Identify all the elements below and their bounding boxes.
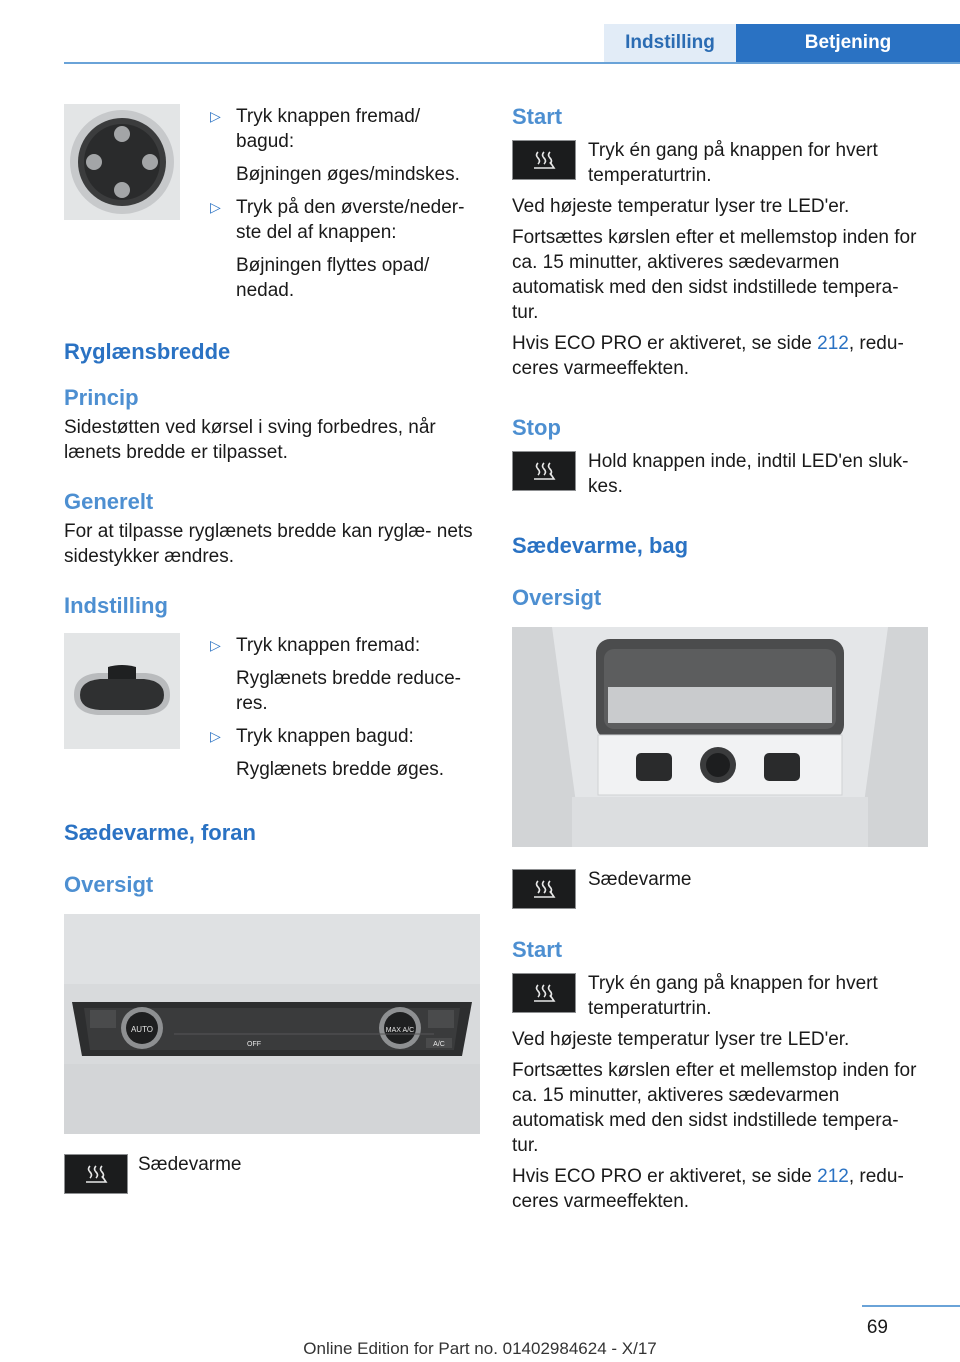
rear-icon-row: Sædevarme (512, 869, 928, 909)
auto-button-label: AUTO (131, 1025, 153, 1034)
start2-icon-row: Tryk én gang på knappen for hvert temper… (512, 973, 928, 1021)
start-icon-row: Tryk én gang på knappen for hvert temper… (512, 140, 928, 188)
list-item-result: Ryglænets bredde reduce- res. (236, 668, 461, 714)
eco2-text-before: Hvis ECO PRO er aktiveret, se side (512, 1166, 818, 1187)
footer-rule (862, 1305, 960, 1307)
start-icon-text: Tryk én gang på knappen for hvert temper… (588, 140, 878, 186)
stop-heading: Stop (512, 415, 561, 440)
backrest-width-heading: Ryglænsbredde (64, 339, 231, 364)
princip-text: Sidestøtten ved kørsel i sving forbedres… (64, 417, 436, 463)
ac-button-label: A/C (433, 1041, 445, 1048)
footer-edition: Online Edition for Part no. 01402984624 … (303, 1339, 657, 1358)
eco-text: Hvis ECO PRO er aktiveret, se side 212, … (512, 331, 928, 381)
start2-heading: Start (512, 937, 563, 962)
header-rule (64, 62, 960, 64)
left-column: ▷ Tryk knappen fremad/ bagud: Bøjningen … (64, 104, 480, 1194)
indstilling-heading: Indstilling (64, 593, 168, 618)
rear-overview-heading: Oversigt (512, 585, 602, 610)
triangle-bullet-icon: ▷ (210, 199, 221, 215)
seat-heating-icon (512, 973, 576, 1013)
max-ac-button-label: MAX A/C (386, 1027, 414, 1034)
front-seat-heating-heading: Sædevarme, foran (64, 820, 256, 845)
led-text: Ved højeste temperatur lyser tre LED'er. (512, 196, 850, 217)
list-item: ▷ Tryk knappen fremad: Ryglænets bredde … (210, 633, 480, 716)
list-item: ▷ Tryk knappen bagud: Ryglænets bredde ø… (210, 724, 480, 782)
list-item-action: Tryk knappen fremad: (236, 635, 421, 656)
eco-text-after: , redu- ceres varmeeffekten. (512, 333, 904, 379)
seat-heating-icon (512, 451, 576, 491)
generelt-text: For at tilpasse ryglænets bredde kan ryg… (64, 521, 473, 567)
tab-indstilling[interactable]: Indstilling (604, 24, 736, 62)
triangle-bullet-icon: ▷ (210, 637, 221, 653)
list-item-result: Ryglænets bredde øges. (236, 759, 445, 780)
right-column: Start Tryk én gang på knappen for hvert … (512, 104, 928, 1214)
seat-heating-icon (512, 869, 576, 909)
front-control-panel-image: AUTO MAX A/C A/C OFF (64, 914, 480, 1134)
rear-icon-label: Sædevarme (588, 869, 692, 890)
eco2-text-after: , redu- ceres varmeeffekten. (512, 1166, 904, 1212)
list-item-action: Tryk knappen fremad/ bagud: (236, 106, 421, 152)
continue-text: Fortsættes kørslen efter et mellemstop i… (512, 227, 917, 323)
width-list: ▷ Tryk knappen fremad: Ryglænets bredde … (210, 633, 480, 782)
curvature-button-image (64, 104, 180, 220)
tab-betjening[interactable]: Betjening (736, 24, 960, 62)
stop-text: Hold knappen inde, indtil LED'en sluk- k… (588, 451, 909, 497)
seat-heating-icon (64, 1154, 128, 1194)
front-overview-heading: Oversigt (64, 872, 154, 897)
start2-icon-text: Tryk én gang på knappen for hvert temper… (588, 973, 878, 1019)
list-item: ▷ Tryk på den øverste/neder- ste del af … (210, 195, 480, 303)
eco-text-before: Hvis ECO PRO er aktiveret, se side (512, 333, 818, 354)
triangle-bullet-icon: ▷ (210, 728, 221, 744)
list-item: ▷ Tryk knappen fremad/ bagud: Bøjningen … (210, 104, 480, 187)
eco2-text: Hvis ECO PRO er aktiveret, se side 212, … (512, 1164, 928, 1214)
continue2-text: Fortsættes kørslen efter et mellemstop i… (512, 1060, 917, 1156)
led2-text: Ved højeste temperatur lyser tre LED'er. (512, 1029, 850, 1050)
width-button-image (64, 633, 180, 749)
curvature-section: ▷ Tryk knappen fremad/ bagud: Bøjningen … (64, 104, 480, 303)
list-item-result: Bøjningen flyttes opad/ nedad. (236, 255, 430, 301)
curvature-list: ▷ Tryk knappen fremad/ bagud: Bøjningen … (210, 104, 480, 303)
triangle-bullet-icon: ▷ (210, 108, 221, 124)
rear-control-panel-image (512, 627, 928, 847)
list-item-result: Bøjningen øges/mindskes. (236, 164, 460, 185)
off-button-label: OFF (247, 1041, 261, 1048)
seat-heating-icon (512, 140, 576, 180)
eco2-page-link[interactable]: 212 (817, 1166, 849, 1187)
list-item-action: Tryk knappen bagud: (236, 726, 414, 747)
page-number: 69 (866, 1317, 888, 1338)
front-icon-label: Sædevarme (138, 1154, 242, 1175)
width-section: ▷ Tryk knappen fremad: Ryglænets bredde … (64, 633, 480, 782)
list-item-action: Tryk på den øverste/neder- ste del af kn… (236, 197, 465, 243)
generelt-heading: Generelt (64, 489, 154, 514)
stop-icon-row: Hold knappen inde, indtil LED'en sluk- k… (512, 451, 928, 499)
rear-seat-heating-heading: Sædevarme, bag (512, 533, 689, 558)
eco-page-link[interactable]: 212 (817, 333, 849, 354)
princip-heading: Princip (64, 385, 139, 410)
front-icon-row: Sædevarme (64, 1154, 480, 1194)
start-heading: Start (512, 104, 563, 129)
